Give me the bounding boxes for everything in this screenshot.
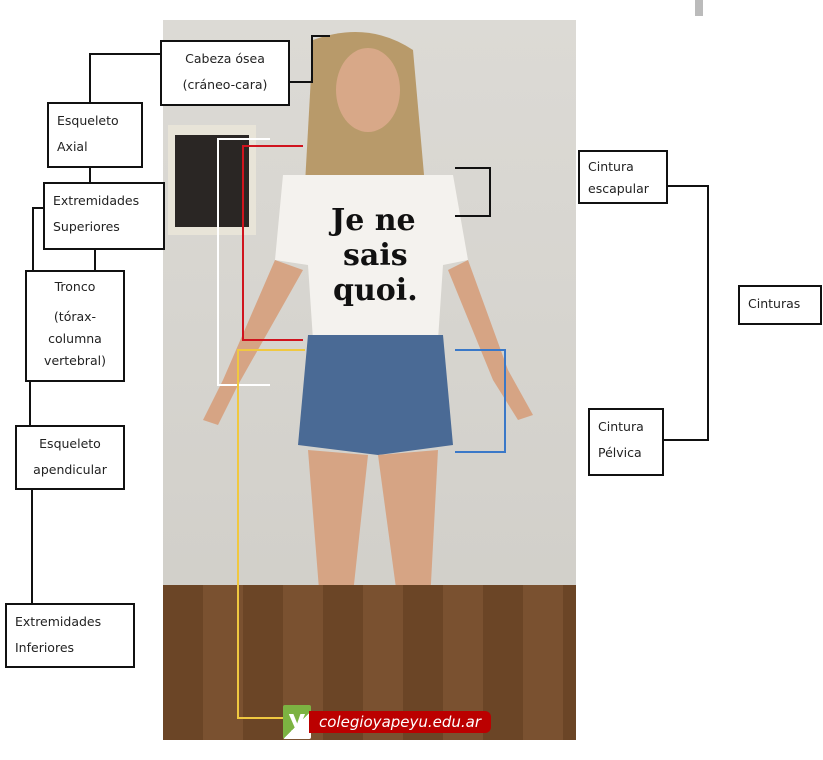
logo-icon: y xyxy=(283,705,311,739)
label: Cinturas xyxy=(748,296,801,311)
box-cinturas: Cinturas xyxy=(738,285,822,325)
label: apendicular xyxy=(33,462,107,477)
label: (cráneo-cara) xyxy=(182,77,268,92)
label: Cintura xyxy=(598,419,644,434)
box-cabeza-osea: Cabeza ósea (cráneo-cara) xyxy=(160,40,290,106)
label: vertebral) xyxy=(44,353,106,368)
label: Extremidades xyxy=(53,193,140,208)
label: Extremidades xyxy=(15,614,102,629)
shirt-line-3: quoi. xyxy=(333,273,418,308)
label: Tronco xyxy=(54,279,96,294)
scrollbar-thumb[interactable] xyxy=(695,0,703,16)
box-esqueleto-apendicular: Esqueleto apendicular xyxy=(15,425,125,490)
box-tronco: Tronco (tórax-columna vertebral) xyxy=(25,270,125,382)
shirt-line-1: Je ne xyxy=(328,203,416,238)
label: Esqueleto xyxy=(39,436,101,451)
label: Cabeza ósea xyxy=(185,51,265,66)
person-figure: Je ne sais quoi. xyxy=(168,32,533,704)
label: Esqueleto xyxy=(57,113,119,128)
shirt-line-2: sais xyxy=(343,238,408,273)
label: Superiores xyxy=(53,219,120,234)
label: Cintura xyxy=(588,159,634,174)
label: Axial xyxy=(57,139,88,154)
watermark-logo: y colegioyapeyu.edu.ar xyxy=(283,705,492,739)
label: escapular xyxy=(588,181,649,196)
label: Pélvica xyxy=(598,445,642,460)
logo-text: colegioyapeyu.edu.ar xyxy=(309,711,492,733)
box-cintura-escapular: Cintura escapular xyxy=(578,150,668,204)
label: (tórax- xyxy=(53,309,97,324)
label: Inferiores xyxy=(15,640,75,655)
label: columna xyxy=(48,331,102,346)
